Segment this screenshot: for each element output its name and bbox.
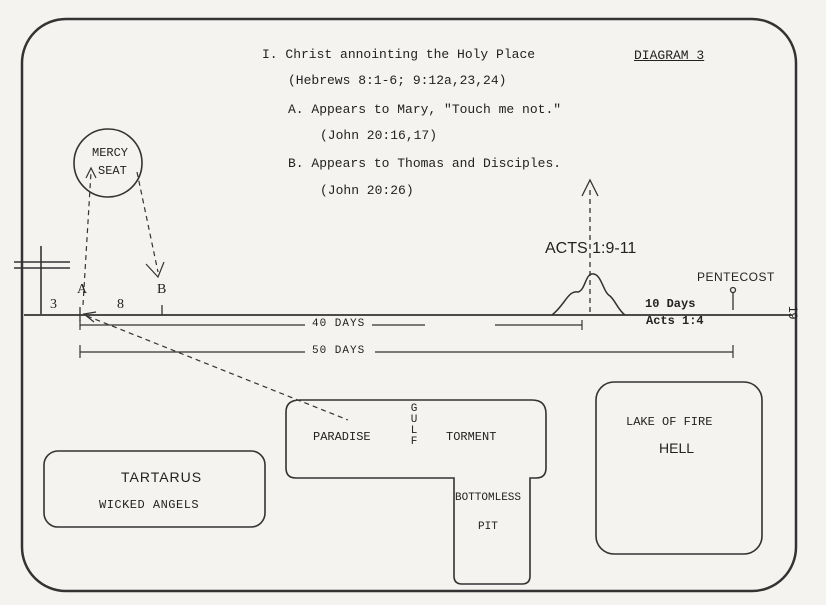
- outer-frame: [20, 17, 798, 593]
- pentecost-marker: [729, 286, 737, 310]
- timeline-ticks: [79, 305, 163, 321]
- gulf-letter: U: [410, 414, 418, 426]
- tartarus-title: TARTARUS: [121, 469, 203, 485]
- arrow-a-to-paradise: [82, 311, 349, 421]
- arrow-mercy-seat-to-b: [136, 171, 165, 279]
- gulf-label: G U L F: [397, 404, 431, 448]
- header-line-1: I. Christ annointing the Holy Place: [262, 47, 536, 62]
- pentecost-label: PENTECOST: [697, 270, 775, 284]
- header-line-2: (Hebrews 8:1-6; 9:12a,23,24): [288, 73, 507, 88]
- bottomless-label: BOTTOMLESS: [455, 492, 522, 504]
- fifty-days-label: 50 DAYS: [312, 345, 366, 357]
- gulf-letter: G: [410, 403, 418, 415]
- tartarus-subtitle: WICKED ANGELS: [99, 498, 200, 512]
- header-item-b: B. Appears to Thomas and Disciples.: [288, 156, 562, 171]
- timeline-num-3: 3: [50, 297, 57, 312]
- gulf-letter: F: [410, 436, 418, 448]
- pit-label: PIT: [478, 521, 498, 533]
- timeline-num-8: 8: [117, 297, 124, 312]
- acts-ascension-label: ACTS 1:9-11: [545, 240, 637, 257]
- fifty-days-bracket: [79, 345, 734, 358]
- sheol-box: [285, 399, 547, 585]
- header-item-a: A. Appears to Mary, "Touch me not.": [288, 102, 562, 117]
- ascension-arrow: [581, 178, 599, 312]
- forty-days-bracket: [79, 320, 583, 330]
- hell-label: HELL: [659, 440, 695, 456]
- header-item-a-ref: (John 20:16,17): [320, 128, 438, 143]
- ten-days-label: 10 Days: [645, 297, 696, 311]
- acts-1-4-label: Acts 1:4: [646, 314, 704, 328]
- cross: [14, 246, 70, 314]
- diagram-title: DIAGRAM 3: [634, 48, 705, 63]
- gulf-letter: L: [410, 425, 418, 437]
- page-number: 19: [786, 306, 800, 320]
- torment-label: TORMENT: [446, 430, 497, 444]
- lake-of-fire-box: [595, 381, 763, 555]
- timeline-label-b: B: [157, 282, 167, 297]
- timeline-label-a: A: [77, 282, 88, 297]
- mercy-seat-line-2: SEAT: [98, 164, 127, 178]
- mercy-seat-circle: [73, 128, 143, 198]
- forty-days-label: 40 DAYS: [312, 318, 366, 330]
- header-item-b-ref: (John 20:26): [320, 183, 414, 198]
- tartarus-box: [43, 450, 266, 528]
- paradise-label: PARADISE: [313, 430, 371, 444]
- lake-of-fire-label: LAKE OF FIRE: [626, 415, 713, 429]
- arrow-a-to-mercy-seat: [82, 166, 97, 306]
- mercy-seat-line-1: MERCY: [92, 146, 129, 160]
- olivet-hill: [551, 273, 626, 316]
